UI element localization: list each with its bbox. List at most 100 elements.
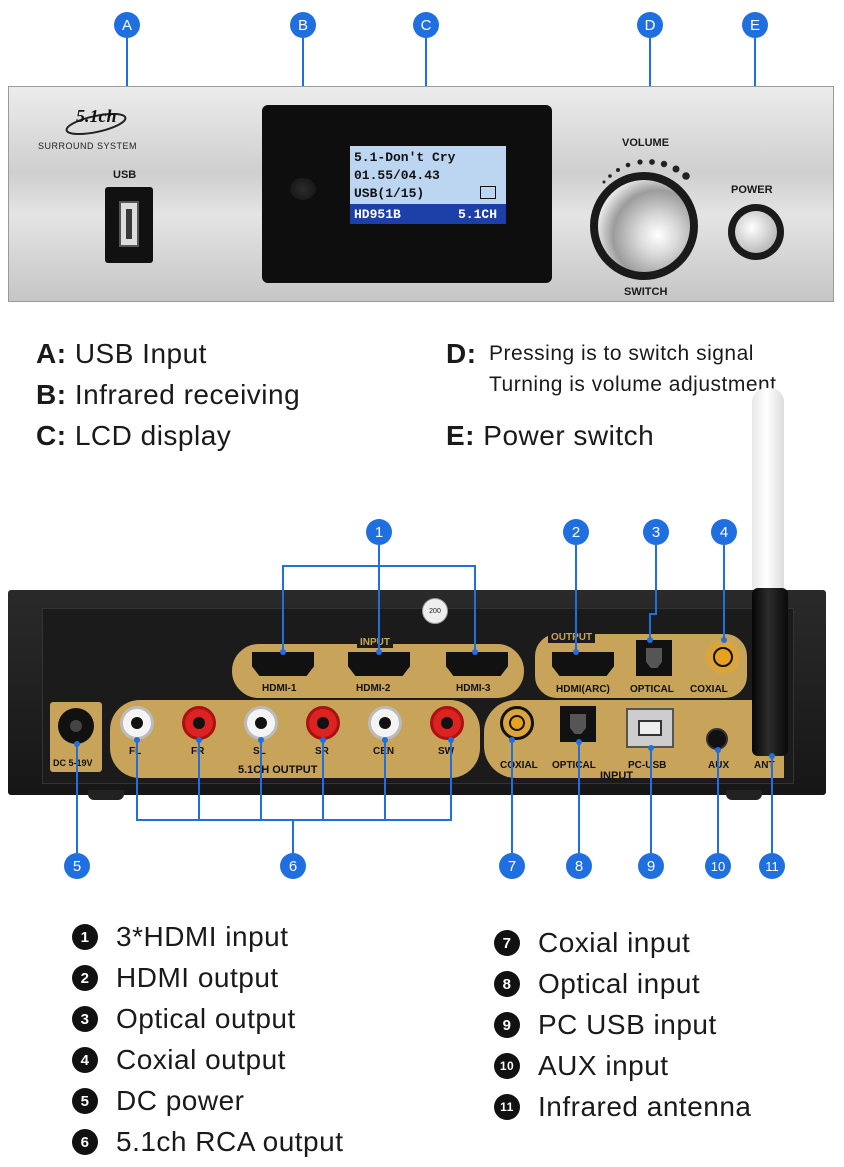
usb-port-slot bbox=[119, 201, 139, 247]
switch-label: SWITCH bbox=[624, 286, 668, 298]
lcd-model: HD951B bbox=[354, 207, 401, 222]
desc-e-key: E: bbox=[446, 420, 475, 451]
legend-text: Optical input bbox=[538, 968, 701, 999]
lcd-status-bar: HD951B 5.1CH bbox=[350, 204, 506, 224]
pc-usb-port[interactable] bbox=[626, 708, 674, 748]
hdmi-3-port[interactable] bbox=[446, 652, 508, 676]
coaxial-in-label: COXIAL bbox=[500, 760, 538, 771]
power-button[interactable] bbox=[728, 204, 784, 260]
antenna-body bbox=[752, 588, 788, 756]
desc-c: C: LCD display bbox=[36, 420, 231, 452]
callout-a: A bbox=[114, 12, 140, 38]
desc-a-key: A: bbox=[36, 338, 67, 369]
volume-knob-cap bbox=[598, 180, 690, 272]
desc-d-key: D: bbox=[446, 338, 477, 369]
legend-bullet: 11 bbox=[494, 1094, 520, 1120]
volume-knob[interactable] bbox=[590, 172, 698, 280]
rca-fr-label: FR bbox=[191, 746, 205, 757]
logo-subtitle: SURROUND SYSTEM bbox=[38, 141, 138, 151]
warranty-sticker: 200 bbox=[422, 598, 448, 624]
repeat-icon bbox=[480, 186, 496, 199]
legend-bullet: 9 bbox=[494, 1012, 520, 1038]
callout-d: D bbox=[637, 12, 663, 38]
rca-cen-jack[interactable] bbox=[368, 706, 402, 740]
legend-item-7: 7 Coxial input bbox=[494, 927, 690, 959]
optical-in-port[interactable] bbox=[560, 706, 596, 742]
desc-a-text: USB Input bbox=[74, 338, 207, 369]
antenna-tip bbox=[752, 388, 784, 598]
volume-label: VOLUME bbox=[622, 137, 670, 149]
coaxial-in-port[interactable] bbox=[500, 706, 534, 740]
rca-fl-label: FL bbox=[129, 746, 142, 757]
callout-7: 7 bbox=[499, 853, 525, 879]
coaxial-out-port[interactable] bbox=[706, 640, 740, 674]
logo-swoosh-icon bbox=[65, 112, 127, 136]
lcd-mode: 5.1CH bbox=[458, 207, 498, 222]
callout-b: B bbox=[290, 12, 316, 38]
callout-c: C bbox=[413, 12, 439, 38]
hdmi-input-group-label: INPUT bbox=[357, 637, 393, 648]
ant-label: ANT bbox=[754, 760, 775, 771]
optical-out-port[interactable] bbox=[636, 640, 672, 676]
legend-bullet: 5 bbox=[72, 1088, 98, 1114]
dc-power-jack[interactable] bbox=[58, 708, 94, 744]
brand-logo: 5.1ch bbox=[58, 102, 138, 138]
legend-text: 5.1ch RCA output bbox=[116, 1126, 344, 1157]
legend-bullet: 2 bbox=[72, 965, 98, 991]
desc-d-text-1: Pressing is to switch signal bbox=[489, 342, 754, 365]
desc-d-text-2: Turning is volume adjustment bbox=[489, 373, 777, 396]
callout-10: 10 bbox=[705, 853, 731, 879]
legend-item-6: 6 5.1ch RCA output bbox=[72, 1126, 343, 1158]
legend-bullet: 7 bbox=[494, 930, 520, 956]
rca-sl-label: SL bbox=[253, 746, 266, 757]
legend-text: HDMI output bbox=[116, 962, 279, 993]
legend-text: Optical output bbox=[116, 1003, 296, 1034]
dc-power-label: DC 5-19V bbox=[53, 758, 93, 768]
legend-text: Infrared antenna bbox=[538, 1091, 752, 1122]
hdmi-3-label: HDMI-3 bbox=[456, 683, 491, 694]
legend-bullet: 6 bbox=[72, 1129, 98, 1155]
callout-1: 1 bbox=[366, 519, 392, 545]
callout-e: E bbox=[742, 12, 768, 38]
rca-output-group-label: 5.1CH OUTPUT bbox=[238, 764, 318, 776]
lcd-line-1: 5.1-Don't Cry bbox=[354, 150, 456, 165]
lcd-line-3: USB(1/15) bbox=[354, 186, 425, 201]
rca-fr-jack[interactable] bbox=[182, 706, 216, 740]
output-group-label: OUTPUT bbox=[548, 632, 596, 643]
callout-11: 11 bbox=[759, 853, 785, 879]
rca-sl-jack[interactable] bbox=[244, 706, 278, 740]
hdmi-2-port[interactable] bbox=[348, 652, 410, 676]
power-button-cap bbox=[735, 211, 777, 253]
legend-text: Coxial input bbox=[538, 927, 691, 958]
legend-text: 3*HDMI input bbox=[116, 921, 289, 952]
legend-text: AUX input bbox=[538, 1050, 669, 1081]
usb-label: USB bbox=[113, 169, 137, 181]
legend-bullet: 4 bbox=[72, 1047, 98, 1073]
hdmi-1-port[interactable] bbox=[252, 652, 314, 676]
legend-bullet: 3 bbox=[72, 1006, 98, 1032]
rca-fl-jack[interactable] bbox=[120, 706, 154, 740]
aux-port[interactable] bbox=[706, 728, 728, 750]
aux-label: AUX bbox=[708, 760, 730, 771]
hdmi-1-label: HDMI-1 bbox=[262, 683, 297, 694]
rca-sw-jack[interactable] bbox=[430, 706, 464, 740]
desc-e: E: Power switch bbox=[446, 420, 654, 452]
hdmi-arc-port[interactable] bbox=[552, 652, 614, 676]
optical-out-label: OPTICAL bbox=[630, 684, 674, 695]
desc-e-text: Power switch bbox=[483, 420, 655, 451]
digital-input-group-label: INPUT bbox=[600, 770, 633, 782]
logo-brand-text: 5.1ch bbox=[76, 106, 117, 126]
callout-9: 9 bbox=[638, 853, 664, 879]
callout-6: 6 bbox=[280, 853, 306, 879]
usb-port[interactable] bbox=[105, 187, 153, 263]
lcd-line-2: 01.55/04.43 bbox=[354, 168, 440, 183]
lcd-screen: 5.1-Don't Cry 01.55/04.43 USB(1/15) HD95… bbox=[350, 146, 506, 224]
hdmi-2-label: HDMI-2 bbox=[356, 683, 391, 694]
rca-sr-jack[interactable] bbox=[306, 706, 340, 740]
coaxial-out-label: COXIAL bbox=[690, 684, 728, 695]
legend-item-11: 11 Infrared antenna bbox=[494, 1091, 752, 1123]
legend-text: DC power bbox=[116, 1085, 245, 1116]
legend-text: PC USB input bbox=[538, 1009, 717, 1040]
